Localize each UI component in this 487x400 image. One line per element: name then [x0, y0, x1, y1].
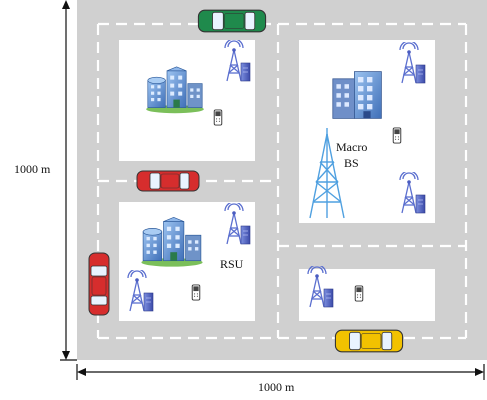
vertical-dimension-arrow	[60, 0, 77, 361]
block-macro	[299, 40, 435, 223]
horizontal-dimension-label: 1000 m	[258, 380, 295, 394]
tall-building-icon	[332, 71, 382, 119]
vertical-dimension-label: 1000 m	[14, 162, 51, 176]
car-icon	[334, 329, 404, 353]
block-bottom-right	[299, 269, 435, 321]
mobile-phone-icon	[213, 109, 223, 126]
block-top-left	[119, 40, 255, 161]
mobile-phone-icon	[354, 285, 364, 302]
macro-bs-label-line2: BS	[344, 156, 359, 170]
mobile-phone-icon	[191, 284, 201, 301]
mobile-phone-icon	[392, 127, 402, 144]
macro-bs-label-line1: Macro	[336, 140, 368, 154]
car-icon	[197, 9, 267, 33]
horizontal-dimension-arrow	[76, 364, 485, 380]
car-icon	[88, 252, 110, 316]
rsu-label: RSU	[220, 257, 244, 271]
lattice-tower-icon	[309, 128, 345, 219]
car-icon	[136, 170, 200, 192]
